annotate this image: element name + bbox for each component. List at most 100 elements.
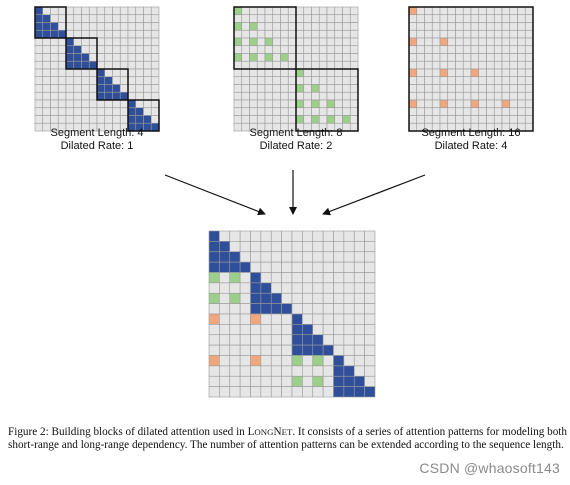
grid-1-cell-6-10 (112, 53, 121, 62)
grid-combined-cell-12-11 (322, 355, 334, 367)
grid-2-cell-12-13 (334, 99, 343, 109)
grid-3-cell-4-8 (470, 37, 480, 47)
grid-2-cell-8-10 (311, 68, 320, 78)
grid-1-cell-4-4 (65, 37, 75, 47)
grid-combined-cell-9-13 (343, 324, 355, 336)
grid-combined-cell-1-3 (239, 241, 251, 253)
grid-3-cell-6-6 (455, 53, 464, 62)
grid-2-cell-2-6 (280, 22, 289, 31)
grid-3-cell-1-5 (447, 14, 456, 23)
grid-2-cell-1-7 (287, 14, 297, 23)
grid-combined-cell-6-12 (333, 292, 345, 304)
grid-2-cell-2-8 (295, 22, 305, 31)
grid-combined-cell-13-5 (260, 365, 272, 377)
grid-1-cell-11-10 (112, 91, 121, 101)
grid-combined-cell-9-11 (322, 324, 334, 336)
grid-3-cell-10-9 (478, 84, 487, 93)
grid-1-cell-0-0 (34, 6, 44, 16)
grid-1-cell-8-6 (81, 68, 90, 78)
grid-1-cell-2-11 (119, 22, 129, 31)
grid-2-cell-2-11 (318, 22, 328, 31)
grid-1-cell-11-2 (50, 91, 59, 101)
grid-combined-cell-7-10 (312, 303, 324, 315)
grid-3-cell-7-7 (462, 60, 472, 70)
grid-2-cell-0-1 (241, 6, 250, 16)
grid-3-cell-6-8 (470, 53, 480, 62)
grid-3-cell-5-2 (424, 45, 433, 54)
grid-combined-cell-6-3 (239, 292, 251, 304)
grid-1-cell-12-12 (127, 99, 137, 109)
grid-1-cell-9-14 (143, 76, 152, 85)
grid-2-cell-0-15 (349, 6, 359, 16)
grid-1-cell-1-12 (127, 14, 137, 23)
grid-3-cell-12-5 (447, 99, 456, 109)
grid-combined-cell-13-13 (343, 365, 355, 377)
grid-1-cell-10-7 (88, 84, 98, 93)
grid-combined-cell-7-5 (260, 303, 272, 315)
grid-combined-cell-14-2 (229, 375, 241, 387)
grid-2-cell-13-1 (241, 107, 250, 116)
grid-combined-cell-14-5 (260, 375, 272, 387)
grid-combined-cell-8-7 (281, 313, 293, 325)
grid-3-cell-12-1 (416, 99, 425, 109)
grid-1-cell-9-6 (81, 76, 90, 85)
grid-1-cell-11-1 (42, 91, 51, 101)
grid-combined-cell-14-13 (343, 375, 355, 387)
caption-name-small2: ET (281, 427, 293, 437)
grid-1-cell-6-12 (127, 53, 137, 62)
grid-combined-cell-4-15 (364, 272, 376, 284)
grid-combined-cell-0-15 (364, 230, 376, 242)
grid-3-cell-10-11 (493, 84, 503, 93)
combined-attention-grid (208, 230, 376, 398)
grid-1-cell-9-7 (88, 76, 98, 85)
grid-3-cell-9-2 (424, 76, 433, 85)
grid-3-cell-9-4 (439, 76, 449, 85)
grid-3-cell-14-7 (462, 115, 472, 124)
grid-combined-cell-8-2 (229, 313, 241, 325)
grid-combined-cell-6-5 (260, 292, 272, 304)
grid-1-cell-10-8 (96, 84, 106, 93)
grid-1-cell-9-3 (57, 76, 67, 85)
grid-2-cell-2-14 (342, 22, 351, 31)
grid-2-cell-11-9 (303, 91, 312, 101)
grid-2-cell-5-11 (318, 45, 328, 54)
grid-1-cell-7-9 (104, 60, 113, 70)
grid-1-cell-2-15 (150, 22, 160, 31)
grid-3-cell-7-11 (493, 60, 503, 70)
grid-3-cell-1-6 (455, 14, 464, 23)
grid-combined-cell-15-11 (322, 386, 334, 398)
grid-3-cell-11-13 (509, 91, 518, 101)
grid-combined-cell-13-10 (312, 365, 324, 377)
grid-3-cell-6-15 (524, 53, 534, 62)
grid-combined-cell-14-7 (281, 375, 293, 387)
grid-2-cell-14-10 (311, 115, 320, 124)
grid-combined-cell-0-11 (322, 230, 334, 242)
grid-combined-cell-13-15 (364, 365, 376, 377)
grid-3-cell-4-11 (493, 37, 503, 47)
arrows (164, 170, 426, 216)
grid-1-cell-6-9 (104, 53, 113, 62)
grid-3-cell-5-0 (408, 45, 418, 54)
grid-2-cell-1-1 (241, 14, 250, 23)
grid-1-cell-3-3 (57, 29, 67, 39)
grid-combined-cell-12-9 (302, 355, 314, 367)
grid-2-cell-3-9 (303, 29, 312, 39)
grid-3-cell-13-10 (486, 107, 495, 116)
grid-1-cell-4-1 (42, 37, 51, 47)
grid-3-cell-14-15 (524, 115, 534, 124)
grid-1-cell-13-12 (127, 107, 137, 116)
grid-2-cell-3-7 (287, 29, 297, 39)
grid-combined-cell-8-14 (353, 313, 365, 325)
grid-3-cell-3-5 (447, 29, 456, 39)
grid-combined-cell-0-0 (208, 230, 220, 242)
grid-1-cell-8-0 (34, 68, 44, 78)
grid-3-cell-13-15 (524, 107, 534, 116)
grid-1-cell-6-15 (150, 53, 160, 62)
grid-combined-cell-1-7 (281, 241, 293, 253)
grid-1-cell-7-12 (127, 60, 137, 70)
grid-2-cell-1-2 (249, 14, 258, 23)
grid-3-cell-0-7 (462, 6, 472, 16)
grid-3-cell-10-10 (486, 84, 495, 93)
grid-2-cell-8-7 (287, 68, 297, 78)
grid-2-cell-14-6 (280, 115, 289, 124)
